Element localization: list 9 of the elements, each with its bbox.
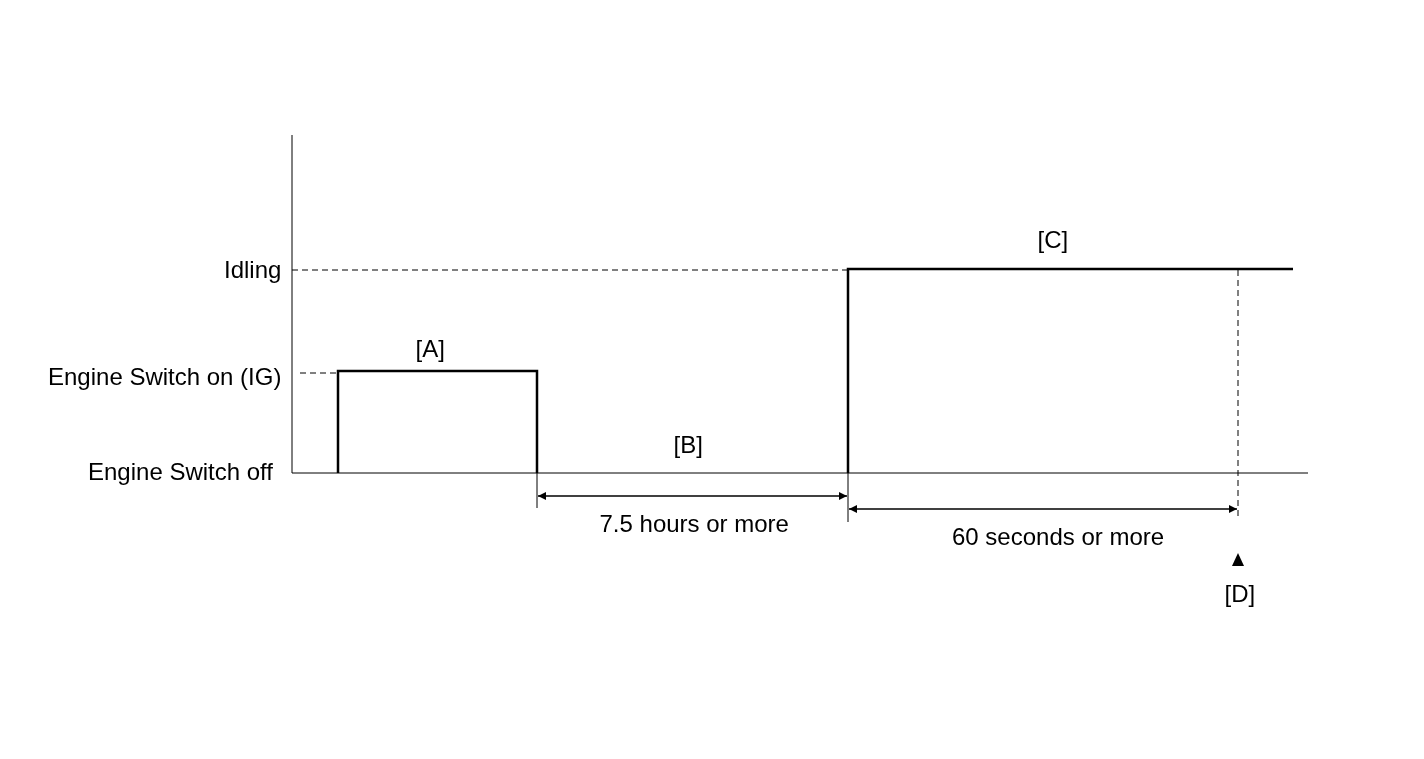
level-label: Engine Switch on (IG) — [48, 363, 282, 391]
section-label: [A] — [415, 335, 445, 363]
section-label: [C] — [1037, 226, 1069, 254]
duration-label: 7.5 hours or more — [599, 510, 789, 538]
section-label: [B] — [673, 431, 703, 459]
level-label: Idling — [224, 256, 282, 284]
section-label: [D] — [1224, 580, 1256, 608]
duration-label: 60 seconds or more — [952, 523, 1165, 551]
level-label: Engine Switch off — [88, 458, 273, 486]
